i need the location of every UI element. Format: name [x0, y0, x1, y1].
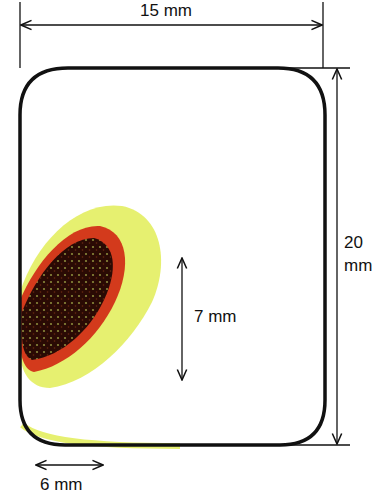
- width-dimension-label: 15 mm: [140, 0, 230, 23]
- zone-height-label: 7 mm: [194, 306, 264, 329]
- zone-width-label: 6 mm: [40, 474, 110, 497]
- height-dimension-label: 20 mm: [344, 232, 384, 278]
- height-dimension: [180, 68, 350, 445]
- zone-height-arrow: [181, 258, 182, 380]
- heat-zone: [20, 205, 180, 446]
- section-outline: [20, 68, 325, 445]
- zone-width-arrow: [36, 464, 103, 465]
